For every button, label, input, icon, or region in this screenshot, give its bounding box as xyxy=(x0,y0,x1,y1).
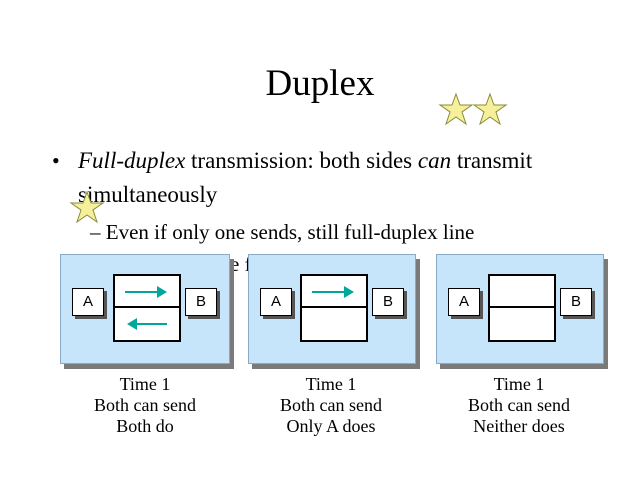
caption-panel-3: Time 1 Both can send Neither does xyxy=(434,374,604,437)
caption-panel-2: Time 1 Both can send Only A does xyxy=(246,374,416,437)
panel-both-send: A B xyxy=(60,254,234,369)
caption-line-2: Both can send xyxy=(468,395,570,415)
caption-line-3: Both do xyxy=(116,416,174,436)
channel-divider xyxy=(115,306,179,308)
arrow-right-icon xyxy=(125,286,167,298)
caption-time: Time 1 xyxy=(493,374,545,394)
bullet-emphasis: can xyxy=(417,148,452,173)
node-b: B xyxy=(372,288,404,316)
channel-box xyxy=(488,274,556,342)
slide-title: Duplex xyxy=(265,63,375,104)
caption-line-3: Neither does xyxy=(473,416,565,436)
node-b: B xyxy=(185,288,217,316)
channel-divider xyxy=(490,306,554,308)
channel-divider xyxy=(302,306,366,308)
arrow-left-icon xyxy=(127,318,167,330)
node-a: A xyxy=(72,288,104,316)
caption-panel-1: Time 1 Both can send Both do xyxy=(60,374,230,437)
bullet-text-a: transmission: both sides xyxy=(185,148,418,173)
sub-bullet: – Even if only one sends, still full-dup… xyxy=(90,220,475,244)
node-b: B xyxy=(560,288,592,316)
arrow-right-icon xyxy=(312,286,354,298)
caption-line-3: Only A does xyxy=(286,416,376,436)
panel-a-sends: A B xyxy=(248,254,420,369)
bullet-text: Full-duplex transmission: both sides can… xyxy=(78,144,608,212)
caption-time: Time 1 xyxy=(119,374,171,394)
caption-line-2: Both can send xyxy=(280,395,382,415)
star-icon xyxy=(69,190,105,224)
caption-time: Time 1 xyxy=(305,374,357,394)
channel-box xyxy=(300,274,368,342)
channel-box xyxy=(113,274,181,342)
panel-neither-sends: A B xyxy=(436,254,608,369)
caption-line-2: Both can send xyxy=(94,395,196,415)
bullet-dot: • xyxy=(52,148,60,173)
node-a: A xyxy=(448,288,480,316)
stars-icon xyxy=(438,92,508,126)
bullet-term: Full-duplex xyxy=(78,148,186,173)
node-a: A xyxy=(260,288,292,316)
